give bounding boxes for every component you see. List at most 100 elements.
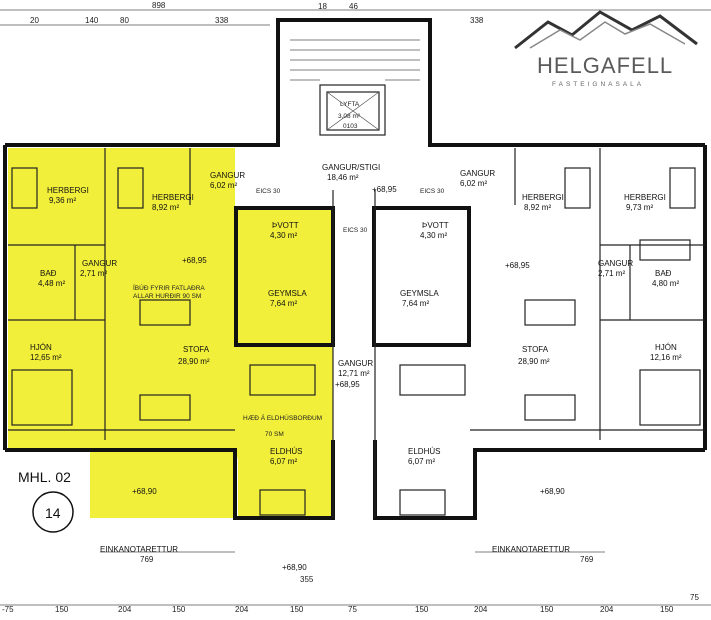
room-area: 4,48 m²: [38, 279, 65, 288]
bed-left: [11, 369, 73, 426]
dim-bot-0: -75: [2, 605, 14, 614]
left-unit-labels: HERBERGI 9,36 m² HERBERGI 8,92 m² GANGUR…: [30, 171, 322, 564]
unit-label: MHL. 02: [18, 469, 71, 485]
top-dimension-texts: 898 20 140 80 338 18 46 338: [30, 1, 484, 25]
room-label: GANGUR: [210, 171, 245, 180]
bed-right-1: [564, 167, 591, 209]
stair-area: 18,46 m²: [327, 173, 359, 182]
room-area: 6,07 m²: [270, 457, 297, 466]
center-patio: +68,90 355: [282, 563, 314, 584]
logo-brand: HELGAFELL: [537, 53, 673, 78]
kitchen-left: [259, 489, 306, 516]
eics-center: EICS 30: [343, 227, 368, 234]
room-label: STOFA: [522, 345, 549, 354]
room-area: 9,73 m²: [626, 203, 653, 212]
bed-right: [639, 369, 701, 426]
bed-room1: [11, 167, 38, 209]
room-area: 4,80 m²: [652, 279, 679, 288]
mountain-logo-icon: [514, 10, 698, 50]
dim-top-7: 338: [470, 16, 484, 25]
bed-right-2: [669, 167, 696, 209]
room-label: ELDHÚS: [270, 447, 302, 456]
eics-right: EICS 30: [420, 188, 445, 195]
partitions: [8, 84, 705, 440]
armchairs-right: [524, 394, 576, 421]
right-level: +68,95: [505, 261, 530, 270]
table-left: [249, 364, 316, 396]
dim-bot-10: 204: [600, 605, 614, 614]
dim-top-4: 338: [215, 16, 229, 25]
unit-number: 14: [45, 505, 61, 521]
dim-bot-9: 150: [540, 605, 554, 614]
room-label: HJÓN: [30, 343, 52, 352]
core-labels: GANGUR/STIGI 18,46 m² LYFTA 3,08 m² 0103…: [256, 101, 445, 389]
dim-bot-1: 150: [55, 605, 69, 614]
right-patio-label: EINKANOTARETTUR: [492, 545, 570, 554]
logo: HELGAFELL FASTEIGNASALA: [514, 10, 698, 88]
left-patio-label: EINKANOTARETTUR: [100, 545, 178, 554]
room-label: BAÐ: [655, 269, 672, 278]
bottom-dimension-texts: -75 150 204 150 204 150 75 150 204 150 2…: [2, 593, 699, 614]
room-label: HERBERGI: [152, 193, 194, 202]
dim-bot-12: 75: [690, 593, 699, 602]
dim-top-2: 140: [85, 16, 99, 25]
room-label: GEYMSLA: [400, 289, 439, 298]
sofa-left: [139, 299, 191, 326]
right-patio-width: 769: [580, 555, 594, 564]
dim-top-1: 20: [30, 16, 39, 25]
lift-label: LYFTA: [340, 101, 360, 108]
room-area: 6,07 m²: [408, 457, 435, 466]
room-area: 2,71 m²: [598, 269, 625, 278]
logo-subtitle: FASTEIGNASALA: [552, 81, 644, 88]
unit-number-circle: [32, 491, 74, 533]
dim-bot-3: 150: [172, 605, 186, 614]
center-patio-level: +68,90: [282, 563, 307, 572]
room-label: HERBERGI: [522, 193, 564, 202]
room-label: GANGUR: [82, 259, 117, 268]
dim-bot-11: 150: [660, 605, 674, 614]
armchairs-left: [139, 394, 191, 421]
eics-left: EICS 30: [256, 188, 281, 195]
center-patio-dim: 355: [300, 575, 314, 584]
room-area: 7,64 m²: [402, 299, 429, 308]
room-area: 12,16 m²: [650, 353, 682, 362]
center-gangur-label: GANGUR: [338, 359, 373, 368]
right-balcony-level: +68,90: [540, 487, 565, 496]
room-label: ÞVOTT: [422, 221, 449, 230]
dimension-lines: [0, 9, 711, 606]
room-label: HERBERGI: [47, 186, 89, 195]
stair-label: GANGUR/STIGI: [322, 163, 380, 172]
room-area: 8,92 m²: [152, 203, 179, 212]
bed-room2: [117, 167, 144, 209]
stair-treads: [290, 39, 420, 81]
building-walls: [3, 18, 707, 520]
room-label: ELDHÚS: [408, 447, 440, 456]
room-label: GEYMSLA: [268, 289, 307, 298]
dim-bot-8: 204: [474, 605, 488, 614]
dim-bot-7: 150: [415, 605, 429, 614]
room-area: 8,92 m²: [524, 203, 551, 212]
dim-bot-4: 204: [235, 605, 249, 614]
room-label: ÍBÚÐ FYRIR FATLAÐRA: [133, 283, 205, 292]
furniture: [11, 167, 701, 516]
room-area: 6,02 m²: [210, 181, 237, 190]
core-level: +68,95: [372, 185, 397, 194]
room-area: ALLAR HURÐIR 90 SM: [133, 293, 201, 300]
dim-top-6: 46: [349, 2, 358, 11]
dim-top-3: 80: [120, 16, 129, 25]
kitchen-right: [399, 489, 446, 516]
dim-bot-2: 204: [118, 605, 132, 614]
room-label: STOFA: [183, 345, 210, 354]
dim-bot-6: 75: [348, 605, 357, 614]
right-unit-labels: GANGUR 6,02 m² HERBERGI 8,92 m² HERBERGI…: [400, 169, 682, 564]
room-label: HJÓN: [655, 343, 677, 352]
room-label: HÆÐ Á ELDHÚSBORÐUM: [243, 413, 322, 422]
left-level: +68,95: [182, 256, 207, 265]
room-area: 70 SM: [265, 431, 284, 438]
room-area: 6,02 m²: [460, 179, 487, 188]
unit-badge: MHL. 02 14: [18, 469, 74, 533]
room-label: ÞVOTT: [272, 221, 299, 230]
dim-top-0: 898: [152, 1, 166, 10]
dim-bot-5: 150: [290, 605, 304, 614]
